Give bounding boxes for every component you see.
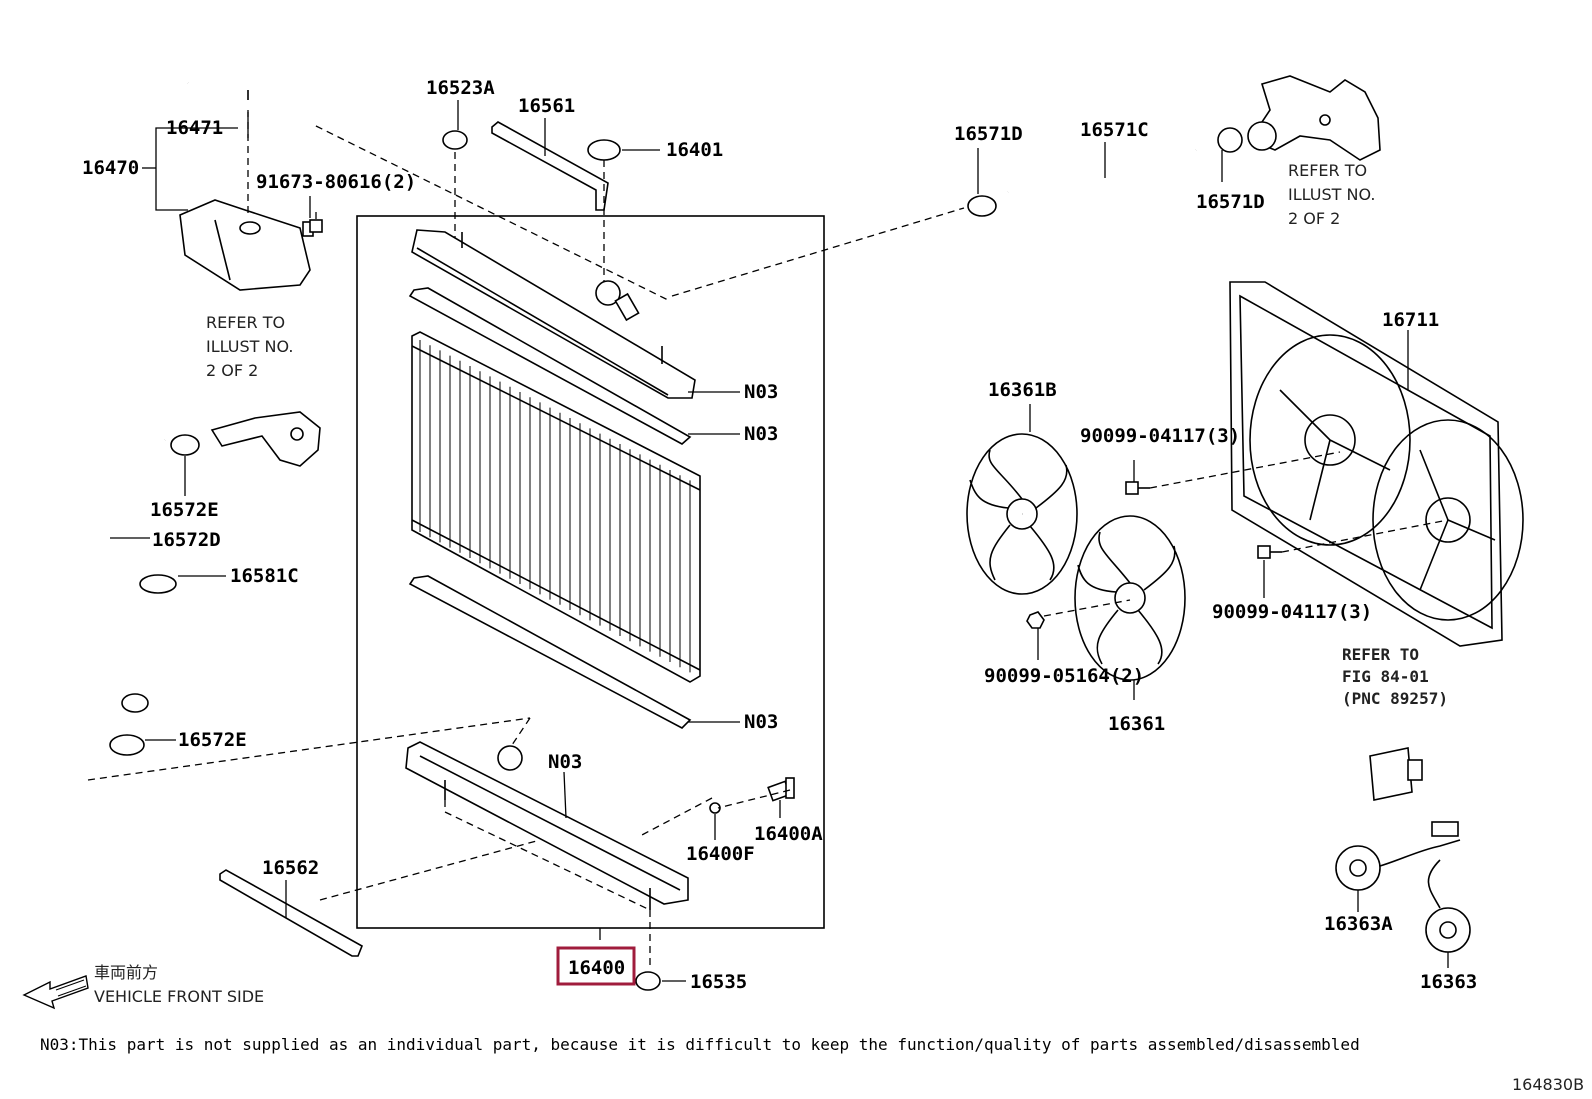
part-label-16535[interactable]: 16535 — [690, 971, 747, 993]
radiator-cap-drawing — [587, 139, 621, 161]
fan-motor-16363A-drawing — [1335, 821, 1461, 891]
part-label-16363A[interactable]: 16363A — [1324, 913, 1393, 935]
seal-16562-drawing — [219, 869, 364, 957]
drain-cock-16400A-drawing — [767, 777, 795, 802]
seal-16561-drawing — [491, 121, 609, 211]
lower-tank-drawing — [405, 741, 689, 910]
fan-relay-drawing — [1369, 747, 1423, 801]
part-label-16471[interactable]: 16471 — [166, 117, 223, 139]
part-label-16711[interactable]: 16711 — [1382, 309, 1439, 331]
part-label-16400A[interactable]: 16400A — [754, 823, 823, 845]
part-label-16400F[interactable]: 16400F — [686, 843, 755, 865]
part-label-16401[interactable]: 16401 — [666, 139, 723, 161]
clamp-16571D-left-drawing — [967, 195, 997, 217]
upper-tank-drawing — [411, 229, 696, 399]
fan-16361-drawing — [1074, 515, 1186, 681]
nut-90099-05164-drawing — [1026, 611, 1045, 629]
clamp-16571D-right-drawing — [1217, 127, 1243, 153]
upper-gasket-drawing — [408, 287, 692, 445]
fan-shroud-drawing — [1229, 281, 1524, 647]
part-label-16571D-right[interactable]: 16571D — [1196, 191, 1265, 213]
radiator-core-drawing — [411, 331, 701, 683]
ref-fig-line1: REFER TO — [1342, 645, 1419, 664]
bolt-90099-04117-b-drawing — [1257, 545, 1282, 559]
ref-left-line1: REFER TO — [206, 313, 285, 332]
label-n03-lower-gasket: N03 — [744, 711, 778, 733]
fan-motor-16363-drawing — [1425, 859, 1471, 953]
part-label-16572E-upper[interactable]: 16572E — [150, 499, 219, 521]
ref-note-fig[interactable]: REFER TO FIG 84-01 (PNC 89257) — [1342, 645, 1448, 708]
vehicle-front-jp: 車両前方 — [94, 963, 158, 982]
reservoir-tank-drawing — [179, 199, 314, 291]
bolt-90099-04117-a-drawing — [1125, 481, 1150, 495]
bolt-91673-drawing — [309, 219, 323, 233]
part-label-91673-80616[interactable]: 91673-80616(2) — [256, 171, 416, 193]
leader-lines — [110, 100, 1449, 982]
cushion-16523A-drawing — [442, 130, 468, 150]
part-label-16562[interactable]: 16562 — [262, 857, 319, 879]
part-label-16572D[interactable]: 16572D — [152, 529, 221, 551]
part-label-16523A[interactable]: 16523A — [426, 77, 495, 99]
vehicle-front-arrow-icon — [22, 975, 89, 1010]
part-label-16361B[interactable]: 16361B — [988, 379, 1057, 401]
ref-fig-line2: FIG 84-01 — [1342, 667, 1429, 686]
ref-left-line3: 2 OF 2 — [206, 361, 258, 380]
ref-note-left[interactable]: REFER TO ILLUST NO. 2 OF 2 — [206, 313, 293, 380]
vehicle-front-indicator: 車両前方 VEHICLE FRONT SIDE — [22, 963, 264, 1010]
ref-top-right-line1: REFER TO — [1288, 161, 1367, 180]
label-n03-upper-gasket: N03 — [744, 423, 778, 445]
label-n03-lower-tank: N03 — [548, 751, 582, 773]
clamp-16572E-lower-drawing — [109, 734, 145, 756]
water-outlet-housing-drawing — [1247, 75, 1381, 161]
lower-gasket-drawing — [408, 575, 692, 729]
part-label-16470[interactable]: 16470 — [82, 157, 139, 179]
ref-fig-line3: (PNC 89257) — [1342, 689, 1448, 708]
part-label-16361[interactable]: 16361 — [1108, 713, 1165, 735]
part-label-16571D-left[interactable]: 16571D — [954, 123, 1023, 145]
clamp-16572E-upper-drawing — [170, 434, 200, 456]
part-label-90099-04117-b[interactable]: 90099-04117(3) — [1212, 601, 1372, 623]
part-label-16561[interactable]: 16561 — [518, 95, 575, 117]
part-label-90099-04117-a[interactable]: 90099-04117(3) — [1080, 425, 1240, 447]
cushion-16535-drawing — [635, 971, 661, 991]
part-label-16400-highlighted[interactable]: 16400 — [568, 957, 625, 979]
ref-top-right-line3: 2 OF 2 — [1288, 209, 1340, 228]
radiator-assembly-frame — [356, 215, 825, 929]
highlight-box-16400 — [556, 946, 636, 986]
ref-top-right-line2: ILLUST NO. — [1288, 185, 1375, 204]
part-label-16581C[interactable]: 16581C — [230, 565, 299, 587]
fan-16361B-drawing — [966, 433, 1078, 595]
ref-note-top-right[interactable]: REFER TO ILLUST NO. 2 OF 2 — [1288, 161, 1375, 228]
water-inlet-pipe-drawing — [210, 411, 321, 467]
clamp-16581C-drawing — [139, 574, 177, 594]
vehicle-front-en: VEHICLE FRONT SIDE — [94, 987, 264, 1006]
part-label-16571C[interactable]: 16571C — [1080, 119, 1149, 141]
ref-left-line2: ILLUST NO. — [206, 337, 293, 356]
part-label-16363[interactable]: 16363 — [1420, 971, 1477, 993]
part-label-90099-05164[interactable]: 90099-05164(2) — [984, 665, 1144, 687]
label-n03-upper-tank: N03 — [744, 381, 778, 403]
diagram-id: 164830B — [1512, 1075, 1584, 1094]
footnote-n03: N03:This part is not supplied as an indi… — [40, 1035, 1360, 1054]
part-label-16572E-lower[interactable]: 16572E — [178, 729, 247, 751]
